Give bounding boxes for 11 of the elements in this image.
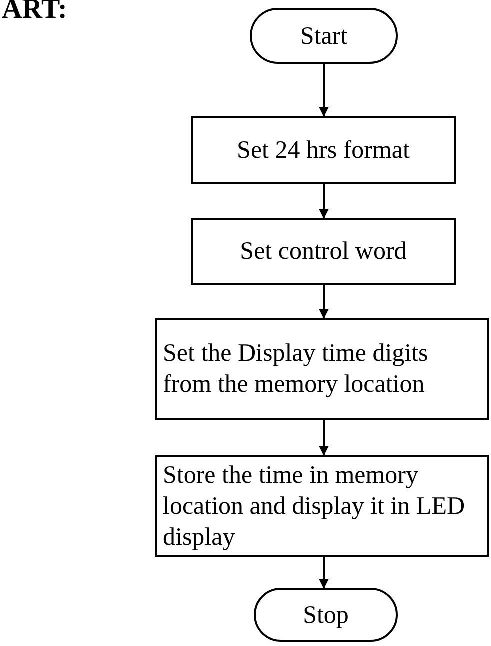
arrow [319,285,329,319]
process-box: Store the time in memory location and display it in LED display [155,455,489,557]
arrow [319,557,329,589]
terminal-shape: Start [250,8,398,64]
arrow [319,64,329,117]
process-box: Set 24 hrs format [191,116,456,184]
process-box: Set the Display time digits from the memory location [155,318,489,420]
process-box: Set control word [191,218,456,285]
arrow [319,184,329,219]
terminal-shape: Stop [254,588,398,642]
arrow [319,420,329,456]
